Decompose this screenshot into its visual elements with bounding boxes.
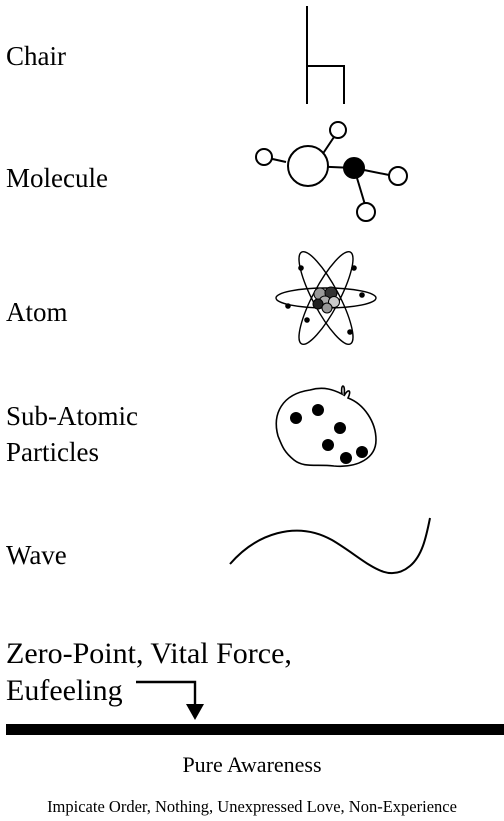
pure-awareness-label: Pure Awareness <box>182 752 322 777</box>
particles-icon <box>272 384 384 474</box>
level-label-wave: Wave <box>6 540 67 570</box>
level-label-particles: Sub-Atomic Particles <box>6 401 138 467</box>
level-label-atom: Atom <box>6 297 68 327</box>
molecule-icon <box>252 120 412 230</box>
zero-point-base-line <box>6 724 504 735</box>
implicate-order-label: Impicate Order, Nothing, Unexpressed Lov… <box>47 797 457 816</box>
atom-icon <box>270 248 382 354</box>
level-label-chair: Chair <box>6 41 66 71</box>
zero-point-label-line2: Eufeeling <box>6 674 123 707</box>
zero-point-label-line1: Zero-Point, Vital Force, <box>6 637 292 670</box>
chair-icon <box>300 6 350 106</box>
pointer-arrow-icon <box>136 680 216 724</box>
wave-icon <box>226 514 436 590</box>
level-label-molecule: Molecule <box>6 163 108 193</box>
